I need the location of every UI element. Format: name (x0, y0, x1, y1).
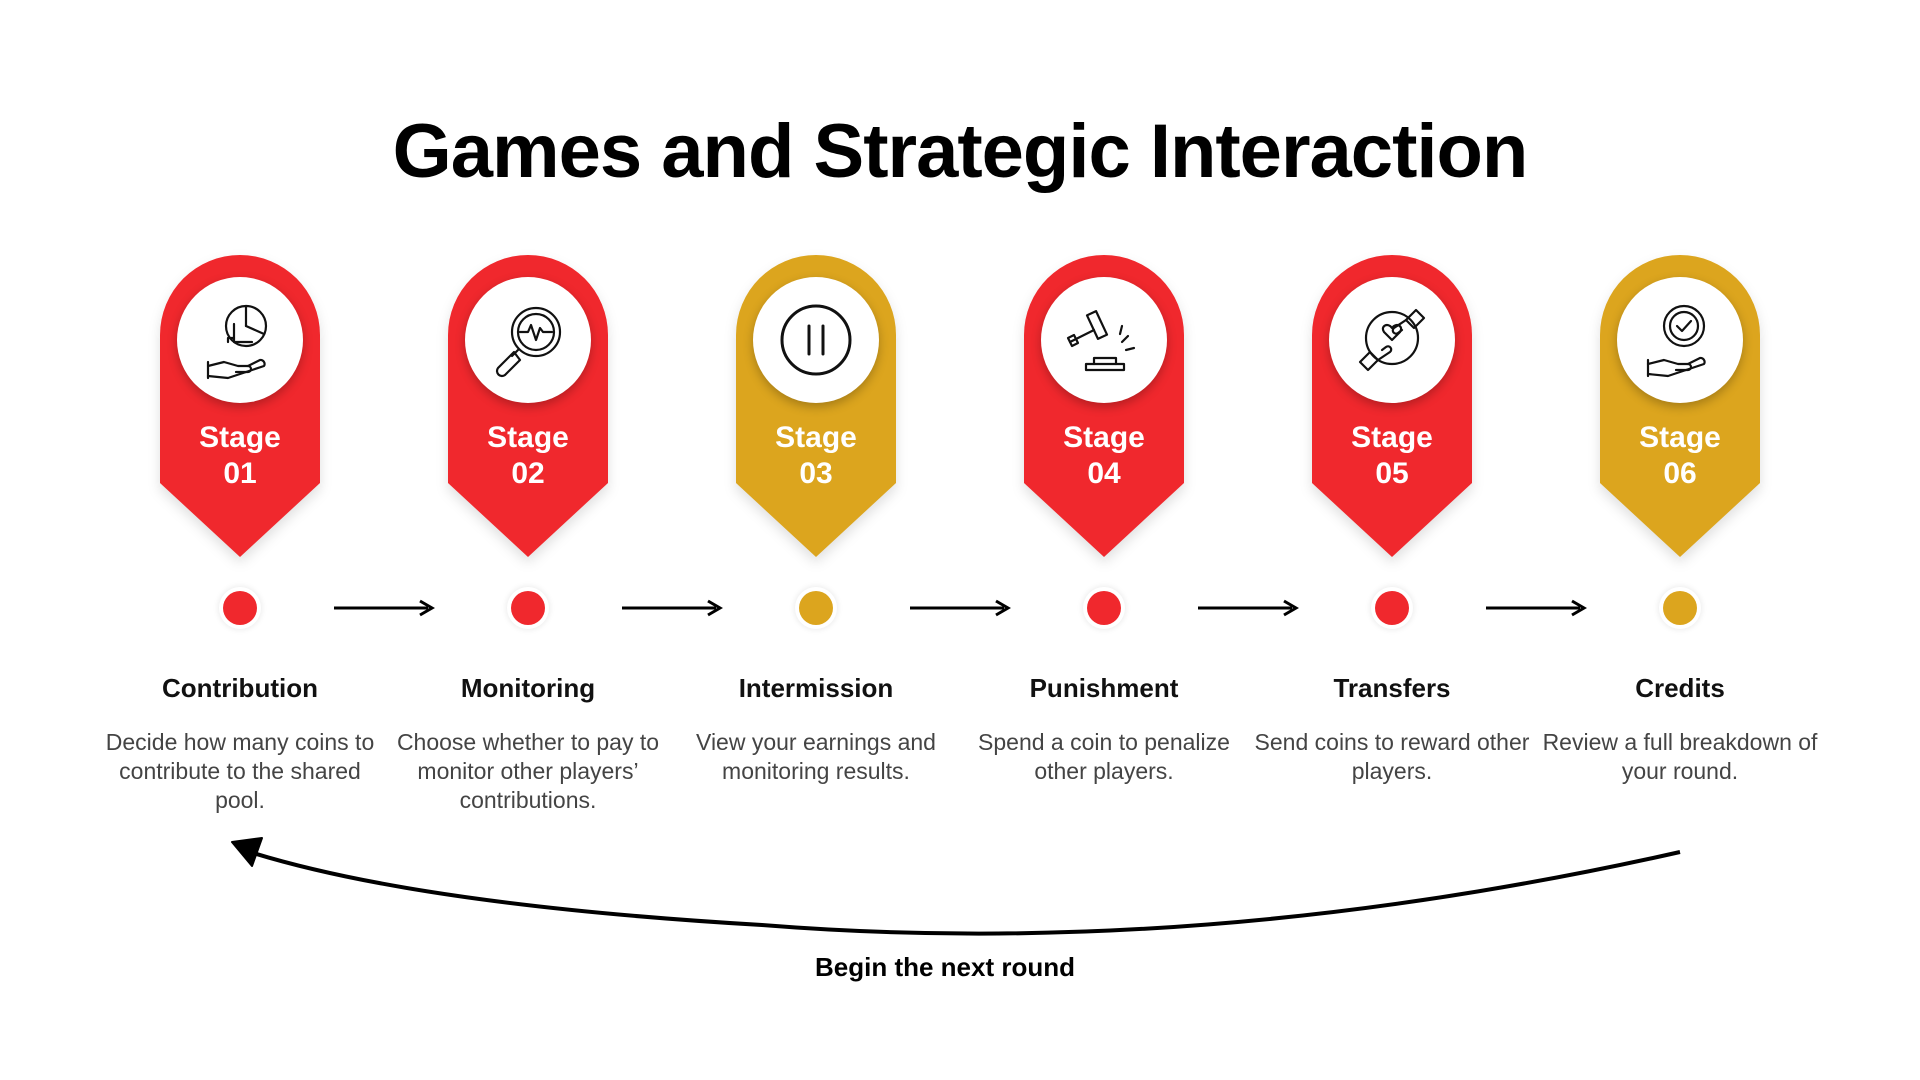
stage-number: 03 (799, 457, 833, 490)
gavel-icon (1066, 310, 1136, 372)
icon-circle (465, 277, 591, 403)
stage-description: Review a full breakdown of your round. (1542, 729, 1818, 784)
stage-word: Stage (1351, 421, 1433, 454)
stage-word: Stage (1639, 421, 1721, 454)
stage-number: 05 (1375, 457, 1409, 490)
stage-description: Send coins to reward other players. (1254, 729, 1530, 784)
timeline-dot (799, 591, 833, 625)
icon-circle (753, 277, 879, 403)
stage-description: View your earnings and monitoring result… (696, 729, 936, 784)
pause-icon (780, 304, 852, 376)
icon-circle (1041, 277, 1167, 403)
hand-checkmark-icon (1646, 304, 1706, 378)
arrow-right-icon (622, 599, 723, 617)
stage-description: Spend a coin to penalize other players. (978, 729, 1230, 784)
timeline-dot (1375, 591, 1409, 625)
stage-number: 02 (511, 457, 545, 490)
stage-name: Contribution (162, 673, 318, 703)
stage-description: Choose whether to pay to monitor other p… (396, 729, 660, 813)
stage-6: Stage 06 Credits Review a full breakdown… (1537, 255, 1823, 835)
icon-circle (1329, 277, 1455, 403)
arrow-right-icon (1486, 599, 1587, 617)
stage-name: Intermission (738, 673, 894, 703)
magnifier-pulse-icon (495, 306, 562, 378)
timeline-dot (223, 591, 257, 625)
icon-circle (1617, 277, 1743, 403)
stage-name: Punishment (1029, 673, 1179, 703)
icon-circle (177, 277, 303, 403)
stage-3: Stage 03 Intermission View your earnings… (673, 255, 959, 835)
stage-5: Stage 05 Transfers Send coins to reward … (1249, 255, 1535, 835)
stage-word: Stage (487, 421, 569, 454)
stage-word: Stage (199, 421, 281, 454)
timeline-dot (1663, 591, 1697, 625)
arrow-right-icon (334, 599, 435, 617)
arrow-right-icon (910, 599, 1011, 617)
stage-number: 04 (1087, 457, 1121, 490)
timeline-dot (511, 591, 545, 625)
stage-name: Monitoring (460, 673, 596, 703)
stage-2: Stage 02 Monitoring Choose whether to pa… (385, 255, 671, 835)
stage-word: Stage (1063, 421, 1145, 454)
stage-name: Credits (1635, 673, 1725, 703)
stage-4: Stage 04 Punishment Spend a coin to pena… (961, 255, 1247, 835)
page-title: Games and Strategic Interaction (392, 109, 1529, 194)
stage-number: 06 (1663, 457, 1697, 490)
timeline-dot (1087, 591, 1121, 625)
stage-number: 01 (223, 457, 257, 490)
stage-1: Stage 01 Contribution Decide how many co… (97, 255, 383, 835)
stage-word: Stage (775, 421, 857, 454)
hand-pie-chart-icon (206, 304, 268, 380)
stage-description: Decide how many coins to contribute to t… (105, 729, 375, 813)
arrow-right-icon (1198, 599, 1299, 617)
cycle-label: Begin the next round (815, 952, 1075, 982)
stage-name: Transfers (1333, 673, 1451, 703)
hands-exchange-icon (1358, 308, 1426, 372)
